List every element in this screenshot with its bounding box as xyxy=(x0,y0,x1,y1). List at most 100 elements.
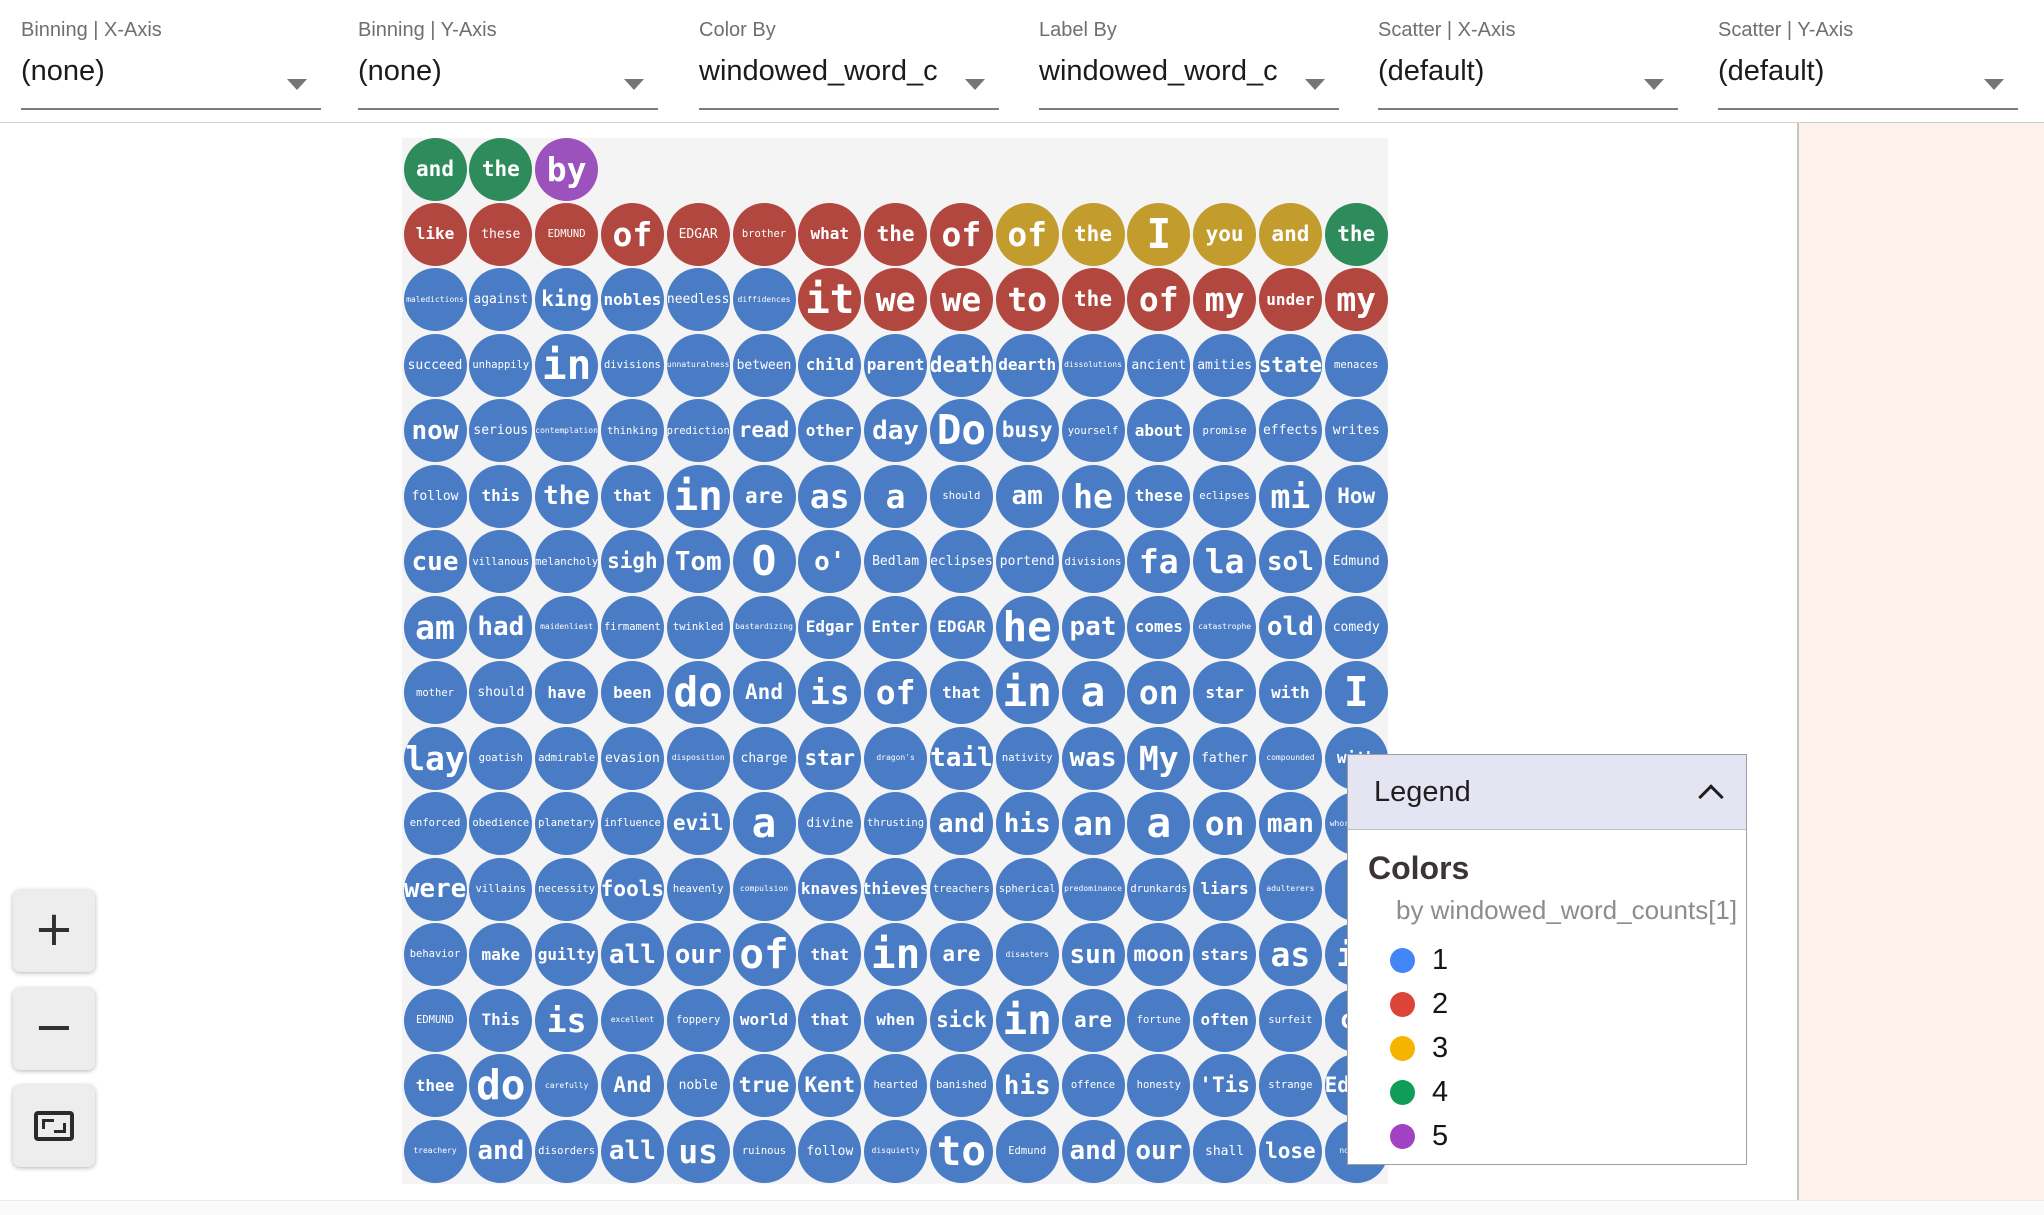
word-circle[interactable]: of xyxy=(732,923,796,987)
word-circle[interactable]: admirable xyxy=(535,726,599,790)
word-circle[interactable]: of xyxy=(600,202,664,266)
word-circle[interactable]: am xyxy=(403,595,467,659)
dropdown-scatter-x-axis[interactable]: Scatter | X-Axis(default) xyxy=(1378,18,1678,110)
word-circle[interactable]: villanous xyxy=(469,530,533,594)
word-circle[interactable]: of xyxy=(864,661,928,725)
word-circle[interactable]: Kent xyxy=(798,1054,862,1118)
word-circle[interactable]: O xyxy=(732,530,796,594)
word-circle[interactable]: menaces xyxy=(1324,333,1388,397)
word-circle[interactable]: man xyxy=(1258,792,1322,856)
dropdown-binning-y-axis[interactable]: Binning | Y-Axis(none) xyxy=(358,18,658,110)
word-circle[interactable]: ancient xyxy=(1127,333,1191,397)
word-circle[interactable]: was xyxy=(1061,726,1125,790)
word-circle[interactable]: he xyxy=(1061,464,1125,528)
word-circle[interactable]: we xyxy=(864,268,928,332)
word-circle[interactable]: a xyxy=(1061,661,1125,725)
word-circle[interactable]: as xyxy=(1258,923,1322,987)
word-circle[interactable]: old xyxy=(1258,595,1322,659)
word-circle[interactable]: should xyxy=(929,464,993,528)
word-circle[interactable]: Edmund xyxy=(995,1119,1059,1183)
legend-entry[interactable]: 2 xyxy=(1390,982,1746,1026)
word-circle[interactable]: mother xyxy=(403,661,467,725)
word-circle[interactable]: evil xyxy=(666,792,730,856)
word-circle[interactable]: we xyxy=(929,268,993,332)
word-circle[interactable]: I xyxy=(1127,202,1191,266)
word-circle[interactable]: melancholy xyxy=(535,530,599,594)
word-circle[interactable]: are xyxy=(929,923,993,987)
word-circle[interactable]: ruinous xyxy=(732,1119,796,1183)
word-circle[interactable]: against xyxy=(469,268,533,332)
word-circle[interactable]: stars xyxy=(1193,923,1257,987)
word-circle[interactable]: And xyxy=(732,661,796,725)
word-circle[interactable]: promise xyxy=(1193,399,1257,463)
word-circle[interactable]: disposition xyxy=(666,726,730,790)
word-circle[interactable]: contemplation xyxy=(535,399,599,463)
word-circle[interactable]: compounded xyxy=(1258,726,1322,790)
legend-header[interactable]: Legend xyxy=(1348,755,1746,830)
word-circle[interactable]: and xyxy=(929,792,993,856)
word-circle[interactable]: And xyxy=(600,1054,664,1118)
word-circle[interactable]: his xyxy=(995,1054,1059,1118)
word-circle[interactable]: fortune xyxy=(1127,988,1191,1052)
word-circle[interactable]: all xyxy=(600,923,664,987)
word-circle[interactable]: these xyxy=(469,202,533,266)
legend-entry[interactable]: 3 xyxy=(1390,1026,1746,1070)
legend-entry[interactable]: 5 xyxy=(1390,1114,1746,1158)
word-circle[interactable]: that xyxy=(798,988,862,1052)
zoom-in-button[interactable]: + xyxy=(13,890,95,972)
word-circle[interactable]: are xyxy=(1061,988,1125,1052)
word-circle[interactable]: is xyxy=(535,988,599,1052)
word-circle[interactable]: excellent xyxy=(600,988,664,1052)
word-circle[interactable]: banished xyxy=(929,1054,993,1118)
word-circle[interactable]: enforced xyxy=(403,792,467,856)
word-circle[interactable]: disquietly xyxy=(864,1119,928,1183)
word-circle[interactable]: disasters xyxy=(995,923,1059,987)
word-circle[interactable]: state xyxy=(1258,333,1322,397)
word-circle[interactable]: father xyxy=(1193,726,1257,790)
word-circle[interactable]: my xyxy=(1324,268,1388,332)
word-circle[interactable]: nativity xyxy=(995,726,1059,790)
word-circle[interactable]: EDMUND xyxy=(535,202,599,266)
word-circle[interactable]: heavenly xyxy=(666,857,730,921)
word-circle[interactable]: it xyxy=(798,268,862,332)
word-circle[interactable]: compulsion xyxy=(732,857,796,921)
word-circle[interactable]: treachery xyxy=(403,1119,467,1183)
word-circle[interactable]: and xyxy=(403,137,467,201)
word-circle[interactable]: fa xyxy=(1127,530,1191,594)
word-circle[interactable]: sol xyxy=(1258,530,1322,594)
word-circle[interactable]: do xyxy=(469,1054,533,1118)
word-circle[interactable]: planetary xyxy=(535,792,599,856)
word-circle[interactable]: necessity xyxy=(535,857,599,921)
word-circle[interactable]: my xyxy=(1193,268,1257,332)
word-circle[interactable]: spherical xyxy=(995,857,1059,921)
word-circle[interactable]: divisions xyxy=(1061,530,1125,594)
word-circle[interactable]: in xyxy=(864,923,928,987)
word-circle[interactable]: as xyxy=(798,464,862,528)
word-circle[interactable]: thieves xyxy=(864,857,928,921)
word-circle[interactable]: an xyxy=(1061,792,1125,856)
word-circle[interactable]: the xyxy=(1061,268,1125,332)
word-circle[interactable]: you xyxy=(1193,202,1257,266)
word-circle[interactable]: sun xyxy=(1061,923,1125,987)
word-circle[interactable]: all xyxy=(600,1119,664,1183)
word-circle[interactable]: shall xyxy=(1193,1119,1257,1183)
word-circle[interactable]: Edmund xyxy=(1324,530,1388,594)
word-circle[interactable]: Enter xyxy=(864,595,928,659)
word-circle[interactable]: do xyxy=(666,661,730,725)
word-circle[interactable]: thrusting xyxy=(864,792,928,856)
word-circle[interactable]: the xyxy=(535,464,599,528)
word-circle[interactable]: catastrophe xyxy=(1193,595,1257,659)
word-circle[interactable]: often xyxy=(1193,988,1257,1052)
word-circle[interactable]: busy xyxy=(995,399,1059,463)
word-circle[interactable]: charge xyxy=(732,726,796,790)
word-circle[interactable]: Do xyxy=(929,399,993,463)
word-circle[interactable]: predominance xyxy=(1061,857,1125,921)
word-circle[interactable]: now xyxy=(403,399,467,463)
word-circle[interactable]: unnaturalness xyxy=(666,333,730,397)
word-circle[interactable]: behavior xyxy=(403,923,467,987)
word-circle[interactable]: bastardizing xyxy=(732,595,796,659)
word-circle[interactable]: succeed xyxy=(403,333,467,397)
word-circle[interactable]: How xyxy=(1324,464,1388,528)
word-circle[interactable]: thinking xyxy=(600,399,664,463)
word-circle[interactable]: treachers xyxy=(929,857,993,921)
